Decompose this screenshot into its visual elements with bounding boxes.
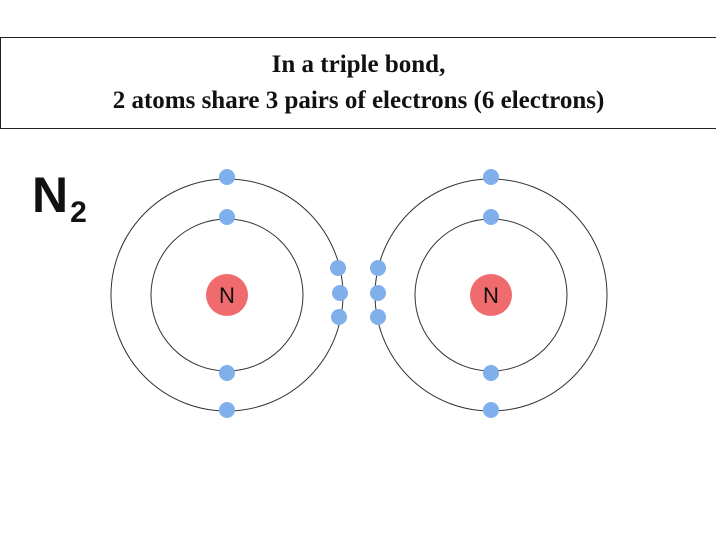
shared-electron [370, 285, 386, 301]
shared-electron [370, 309, 386, 325]
electron [219, 365, 235, 381]
electron [219, 169, 235, 185]
electron [483, 209, 499, 225]
electron [219, 402, 235, 418]
left-nucleus: N [206, 274, 248, 316]
title-line-2: 2 atoms share 3 pairs of electrons (6 el… [112, 87, 605, 114]
electron [219, 209, 235, 225]
shared-electron [370, 260, 386, 276]
shared-electron [330, 260, 346, 276]
shared-electron [331, 309, 347, 325]
title-box: In a triple bond, 2 atoms share 3 pairs … [0, 37, 716, 129]
shared-electron [332, 285, 348, 301]
formula-symbol: N [32, 167, 69, 223]
electron [483, 365, 499, 381]
left-nucleus-label: N [219, 283, 235, 308]
title-line-1: In a triple bond, [271, 51, 446, 78]
electron [483, 169, 499, 185]
formula-subscript: 2 [70, 196, 87, 229]
right-nucleus-label: N [483, 283, 499, 308]
electron [483, 402, 499, 418]
molecule-formula: N2 [32, 167, 87, 229]
right-nucleus: N [470, 274, 512, 316]
